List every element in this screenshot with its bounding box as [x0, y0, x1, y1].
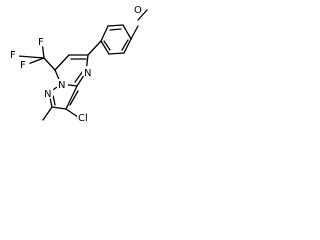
fluorine-label: F	[38, 37, 44, 48]
bond	[100, 40, 110, 55]
fluorine-label: F	[20, 60, 26, 71]
bond	[108, 52, 125, 55]
bond	[122, 24, 132, 40]
bond	[17, 55, 45, 59]
bond	[51, 106, 67, 110]
atom-label-f-left: F	[8, 48, 20, 61]
atom-label-f-top: F	[36, 35, 48, 48]
atom-label-n-bridge: N	[56, 78, 68, 91]
bond	[42, 106, 53, 121]
nitrogen-label: N	[58, 80, 65, 91]
bond	[54, 54, 70, 71]
bond	[121, 39, 129, 51]
nitrogen-label: N	[44, 89, 51, 100]
bond	[109, 28, 122, 31]
bond	[27, 57, 45, 65]
fluorine-label: F	[10, 50, 16, 61]
bond	[137, 9, 148, 21]
chlorine-label: Cl	[78, 113, 88, 124]
bond	[52, 94, 56, 106]
bond	[103, 40, 111, 51]
bond	[87, 40, 102, 56]
bond	[123, 38, 132, 54]
bond	[100, 25, 109, 42]
atom-label-o: O	[133, 3, 145, 16]
bond	[130, 25, 139, 40]
bond-layer	[17, 9, 148, 121]
bond	[107, 24, 124, 27]
atom-label-cl: Cl	[77, 112, 91, 124]
oxygen-label: O	[134, 5, 142, 16]
nitrogen-label: N	[84, 68, 91, 79]
atom-label-n-pyrimidine: N	[82, 66, 94, 79]
atom-label-n-pyrazole: N	[42, 87, 54, 100]
bond	[65, 85, 78, 110]
atom-label-f-mid: F	[18, 58, 30, 71]
bond	[69, 90, 79, 106]
bond	[43, 57, 56, 71]
bond	[74, 70, 84, 83]
structure-diagram: O F F F N N N Cl	[8, 3, 148, 124]
bond	[65, 108, 79, 118]
